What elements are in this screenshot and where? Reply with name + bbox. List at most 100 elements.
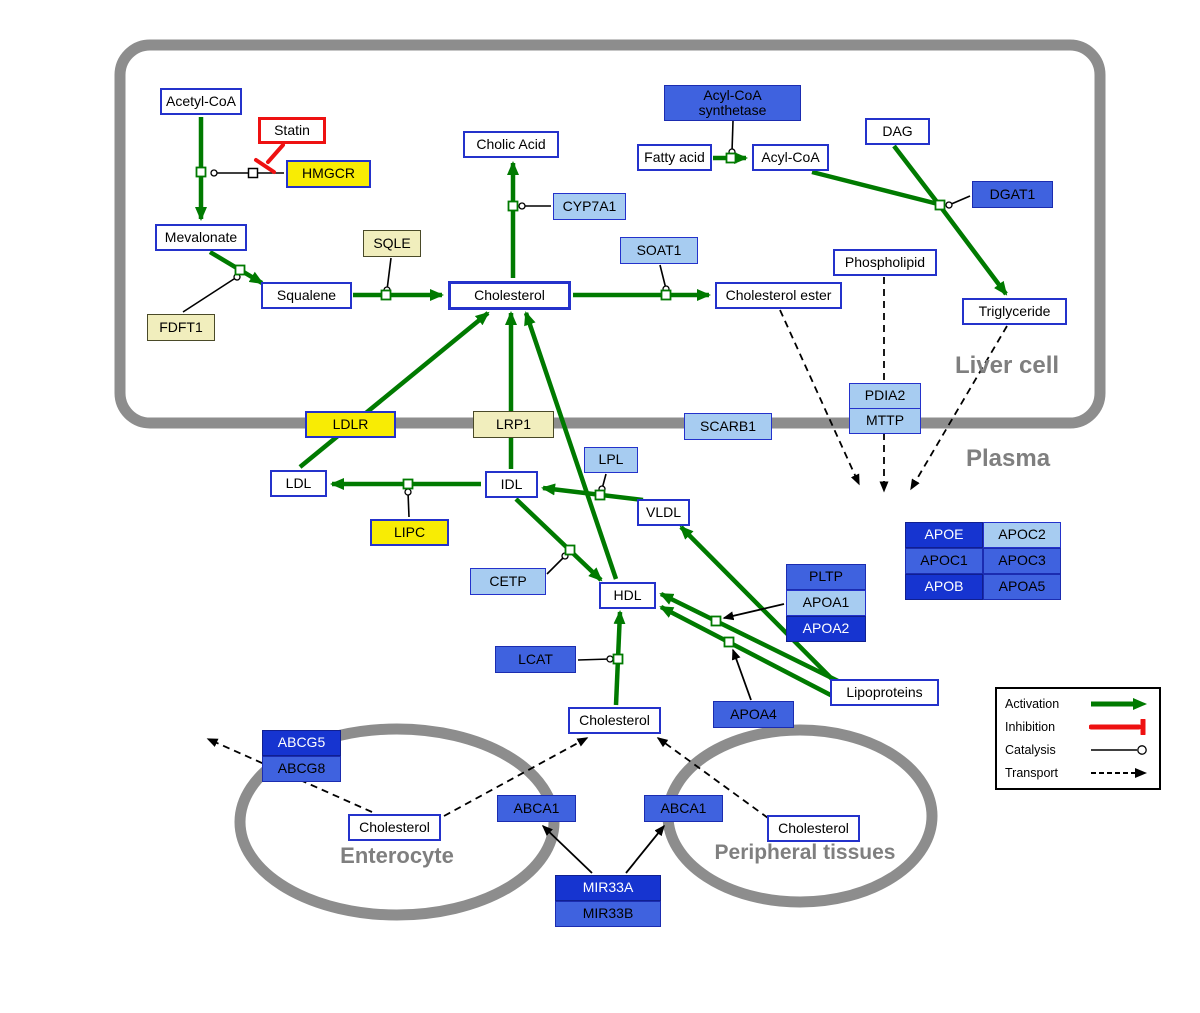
legend-row-transport: Transport — [1005, 765, 1151, 781]
node-hdl[interactable]: HDL — [599, 582, 656, 609]
node-apoc2[interactable]: APOC2 — [983, 522, 1061, 548]
reaction-node — [594, 489, 606, 501]
node-apoc1[interactable]: APOC1 — [905, 548, 983, 574]
catalysis-soat1 — [659, 264, 670, 293]
node-mevalonate[interactable]: Mevalonate — [155, 224, 247, 251]
node-cholesterol-liver[interactable]: Cholesterol — [448, 281, 571, 310]
catalysis-port-node — [247, 167, 259, 179]
reaction-node — [402, 478, 414, 490]
node-apoc3[interactable]: APOC3 — [983, 548, 1061, 574]
reaction-node — [612, 653, 624, 665]
reaction-node — [723, 636, 735, 648]
liver-cell-label: Liver cell — [955, 352, 1060, 379]
node-mttp[interactable]: MTTP — [849, 408, 921, 434]
node-scarb1[interactable]: SCARB1 — [684, 413, 772, 440]
node-cholesterol-plasma[interactable]: Cholesterol — [568, 707, 661, 734]
node-ldlr[interactable]: LDLR — [305, 411, 396, 438]
node-fatty-acid[interactable]: Fatty acid — [637, 144, 712, 171]
node-hmgcr[interactable]: HMGCR — [286, 160, 371, 188]
catalysis-sqle — [383, 257, 392, 294]
node-acetyl-coa[interactable]: Acetyl-CoA — [160, 88, 242, 115]
node-ldl[interactable]: LDL — [270, 470, 327, 497]
node-abcg5[interactable]: ABCG5 — [262, 730, 341, 756]
edge-apoa1-block-to-hdl-reaction — [722, 603, 785, 621]
node-cyp7a1[interactable]: CYP7A1 — [553, 193, 626, 220]
legend-catalysis-label: Catalysis — [1005, 742, 1056, 757]
legend-row-catalysis: Catalysis — [1005, 742, 1151, 758]
node-idl[interactable]: IDL — [485, 471, 538, 498]
node-dag[interactable]: DAG — [865, 118, 930, 145]
node-lrp1[interactable]: LRP1 — [473, 411, 554, 438]
node-lcat[interactable]: LCAT — [495, 646, 576, 673]
node-apoa1[interactable]: APOA1 — [786, 590, 866, 616]
node-mir33a[interactable]: MIR33A — [555, 875, 661, 901]
node-mir33b[interactable]: MIR33B — [555, 901, 661, 927]
node-apoe[interactable]: APOE — [905, 522, 983, 548]
plasma-label: Plasma — [966, 445, 1051, 472]
transport-triglyceride-to-plasma — [910, 325, 1008, 491]
catalysis-circle-icon — [1091, 745, 1147, 755]
node-lipoproteins[interactable]: Lipoproteins — [830, 679, 939, 706]
transport-cholesterolester-to-plasma — [779, 309, 860, 486]
reaction-node — [660, 289, 672, 301]
catalysis-fdft1 — [182, 273, 241, 313]
edge-lipoproteins-to-vldl — [679, 525, 835, 682]
legend-row-inhibition: Inhibition — [1005, 719, 1151, 736]
reaction-node — [710, 615, 722, 627]
node-sqle[interactable]: SQLE — [363, 230, 421, 257]
node-acyl-coa-synthetase[interactable]: Acyl-CoA synthetase — [664, 85, 801, 121]
node-pltp[interactable]: PLTP — [786, 564, 866, 590]
transport-peripheral-cholesterol-to-plasma — [656, 737, 769, 819]
enterocyte-label: Enterocyte — [340, 843, 454, 868]
reaction-node — [380, 289, 392, 301]
enterocyte-membrane — [234, 723, 560, 921]
reaction-node — [725, 152, 737, 164]
node-lipc[interactable]: LIPC — [370, 519, 449, 546]
node-apob[interactable]: APOB — [905, 574, 983, 600]
liver-cell-membrane — [114, 39, 1106, 429]
node-dgat1[interactable]: DGAT1 — [972, 181, 1053, 208]
node-abca1-peripheral[interactable]: ABCA1 — [644, 795, 723, 822]
node-abca1-enterocyte[interactable]: ABCA1 — [497, 795, 576, 822]
edge-acylcoa-to-triglyceride-junction — [811, 169, 939, 207]
legend-activation-label: Activation — [1005, 697, 1060, 712]
edge-idl-to-hdl-cetp — [514, 497, 603, 582]
node-apoa4[interactable]: APOA4 — [713, 701, 794, 728]
catalysis-lipc — [404, 488, 412, 518]
node-cholesterol-peripheral[interactable]: Cholesterol — [767, 815, 860, 842]
transport-enterocyte-cholesterol-to-plasma — [443, 737, 589, 817]
reaction-node — [934, 199, 946, 211]
node-cholic-acid[interactable]: Cholic Acid — [463, 131, 559, 158]
transport-arrow-icon — [1091, 767, 1147, 778]
node-triglyceride[interactable]: Triglyceride — [962, 298, 1067, 325]
inhibition-statin-tbar — [254, 158, 276, 174]
legend: Activation Inhibition Catalysis Transpor… — [995, 687, 1161, 790]
node-soat1[interactable]: SOAT1 — [620, 237, 698, 264]
catalysis-lcat — [577, 655, 614, 663]
edge-hdl-to-cholesterol — [523, 311, 619, 580]
node-cholesterol-ester[interactable]: Cholesterol ester — [715, 282, 842, 309]
node-acyl-coa[interactable]: Acyl-CoA — [752, 144, 829, 171]
legend-row-activation: Activation — [1005, 696, 1151, 712]
node-lpl[interactable]: LPL — [584, 447, 638, 473]
node-cetp[interactable]: CETP — [470, 568, 546, 595]
node-cholesterol-enterocyte[interactable]: Cholesterol — [348, 814, 441, 841]
edge-lipoproteins-to-hdl-lower — [659, 605, 848, 705]
node-vldl[interactable]: VLDL — [637, 499, 690, 526]
edge-mir33-to-abca1-enterocyte — [541, 824, 593, 874]
node-apoa5[interactable]: APOA5 — [983, 574, 1061, 600]
node-phospholipid[interactable]: Phospholipid — [833, 249, 937, 276]
node-apoa2[interactable]: APOA2 — [786, 616, 866, 642]
node-pdia2[interactable]: PDIA2 — [849, 383, 921, 409]
node-squalene[interactable]: Squalene — [261, 282, 352, 309]
reaction-node — [195, 166, 207, 178]
edge-lipoproteins-to-hdl-upper — [659, 591, 841, 685]
node-abcg8[interactable]: ABCG8 — [262, 756, 341, 782]
node-fdft1[interactable]: FDFT1 — [147, 314, 215, 341]
inhibition-tbar-icon — [1089, 719, 1146, 736]
node-statin[interactable]: Statin — [258, 117, 326, 144]
reaction-node — [234, 264, 246, 276]
peripheral-tissues-label: Peripheral tissues — [714, 841, 896, 864]
edge-vldl-to-idl — [541, 483, 644, 503]
catalysis-dgat1 — [945, 195, 971, 209]
